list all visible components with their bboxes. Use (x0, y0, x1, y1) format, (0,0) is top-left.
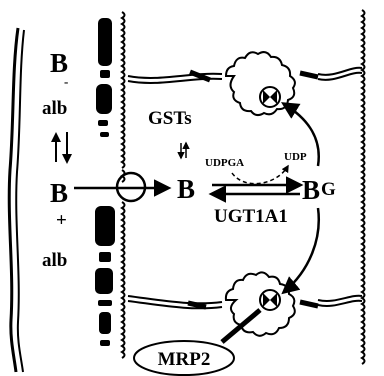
export-arrow-up (281, 102, 320, 167)
mrp2-oval (133, 340, 235, 376)
upper-cell-border (127, 66, 363, 84)
albumin-label-bottom: alb (42, 250, 67, 271)
bound-bilirubin-label: B (50, 178, 68, 208)
cosubstrate-curve (231, 164, 289, 185)
minus-sign: - (64, 74, 68, 89)
plus-sign: + (56, 210, 67, 231)
conjugated-bilirubin-label: B (302, 175, 320, 205)
intracellular-bilirubin-label: B (177, 174, 195, 204)
sinusoidal-membrane (120, 11, 126, 359)
mrp2-pointer (220, 308, 262, 344)
uptake-transporter-icon (115, 171, 147, 203)
udpga-label: UDPGA (205, 157, 244, 169)
conjugation-arrows (208, 176, 304, 203)
sinusoid-wall (7, 27, 25, 373)
right-membrane (360, 9, 366, 365)
uptake-arrow (74, 171, 172, 203)
mrp2-label: MRP2 (158, 349, 211, 370)
gsts-binding-arrows (177, 141, 190, 160)
upper-bile-canaliculus (224, 51, 296, 117)
albumin-label-top: alb (42, 98, 67, 119)
endothelium (95, 18, 115, 346)
unbound-bilirubin-label: B (50, 48, 68, 78)
lower-cell-border (127, 294, 363, 310)
lower-bile-canaliculus (224, 271, 296, 337)
export-arrow-down (281, 207, 320, 295)
glucuronide-label: G (321, 179, 336, 200)
udp-label: UDP (284, 151, 307, 163)
equilibrium-arrows (51, 132, 72, 164)
gsts-label: GSTs (148, 108, 192, 129)
ugt1a1-label: UGT1A1 (214, 206, 288, 227)
